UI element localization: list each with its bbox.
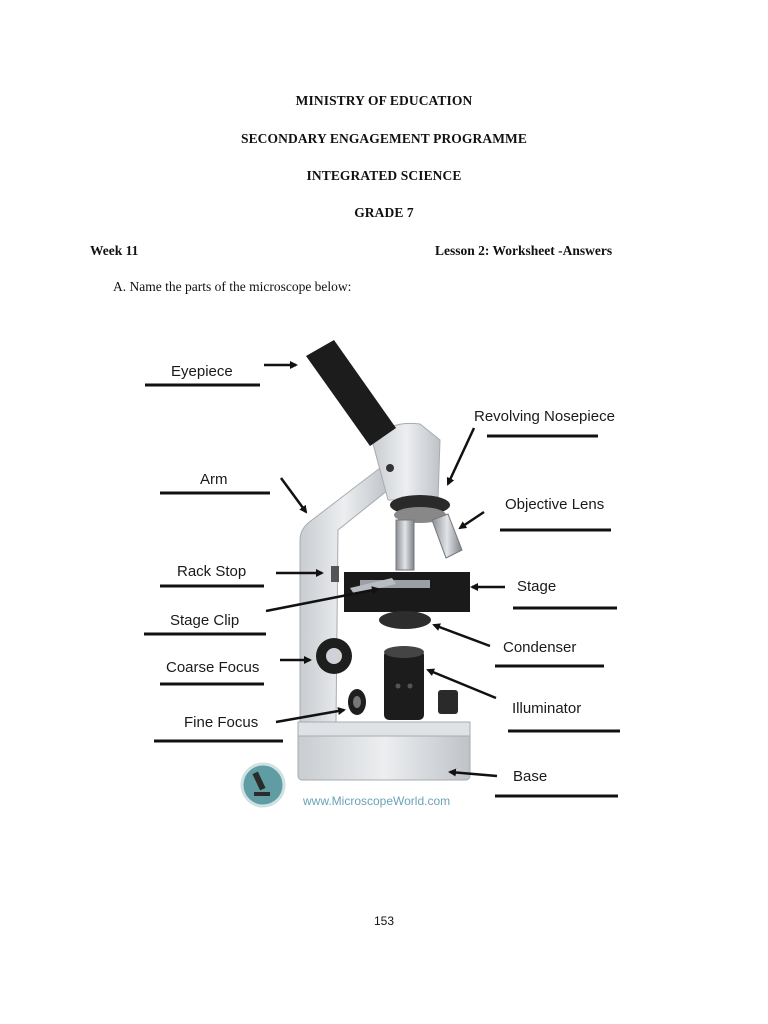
label-rack-stop: Rack Stop (177, 563, 246, 580)
microscope-world-logo (240, 762, 286, 808)
label-coarse-focus: Coarse Focus (166, 659, 259, 676)
label-objective-lens: Objective Lens (505, 496, 604, 513)
arrow-stage-clip (265, 586, 380, 613)
arrow-fine-focus (275, 707, 346, 724)
header-programme: SECONDARY ENGAGEMENT PROGRAMME (240, 131, 528, 146)
arrow-arm (279, 477, 308, 514)
header-ministry: MINISTRY OF EDUCATION (295, 93, 473, 108)
watermark-url: www.MicroscopeWorld.com (302, 794, 450, 808)
label-illuminator: Illuminator (512, 700, 581, 717)
label-arm: Arm (200, 471, 228, 488)
label-base: Base (513, 768, 547, 785)
arrow-condenser (432, 623, 491, 648)
label-condenser: Condenser (503, 639, 576, 656)
arrow-objective-lens (458, 510, 485, 530)
week-label: Week 11 (90, 243, 139, 258)
microscope-illustration (297, 340, 471, 781)
lesson-label: Lesson 2: Worksheet -Answers (435, 243, 613, 258)
label-stage: Stage (517, 578, 556, 595)
page-number: 153 (373, 914, 395, 928)
label-revolving-nosepiece: Revolving Nosepiece (474, 408, 615, 425)
label-stage-clip: Stage Clip (170, 612, 239, 629)
question-a: A. Name the parts of the microscope belo… (113, 279, 352, 294)
arrow-revolving-nosepiece (446, 427, 476, 486)
header-subject: INTEGRATED SCIENCE (306, 168, 462, 183)
label-fine-focus: Fine Focus (184, 714, 258, 731)
header-grade: GRADE 7 (354, 205, 414, 220)
label-eyepiece: Eyepiece (171, 363, 233, 380)
arrow-illuminator (426, 668, 497, 700)
arrow-base (448, 768, 498, 778)
